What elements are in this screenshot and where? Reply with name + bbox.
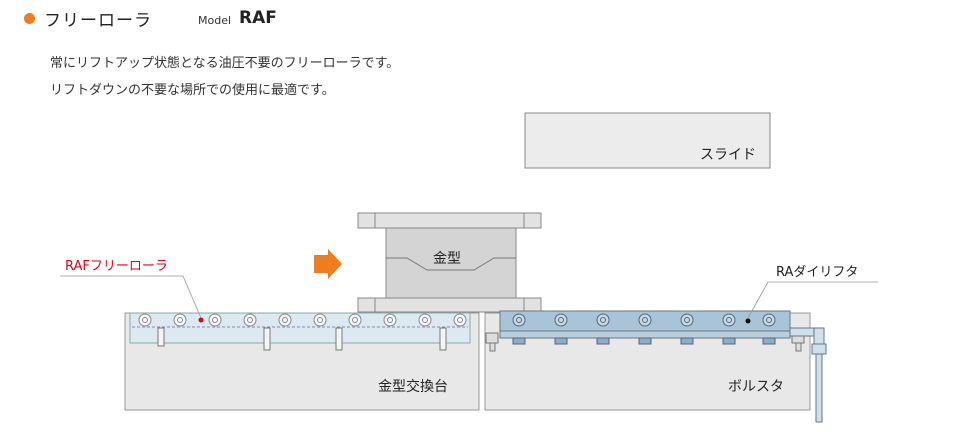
- bolster-label: ボルスタ: [728, 379, 784, 395]
- model-name: RAF: [239, 8, 277, 28]
- ra-pointer-dot: [745, 318, 751, 324]
- raf-pointer-dot: [198, 317, 204, 323]
- model-label: Model: [198, 13, 232, 27]
- raf-roller-rail: [129, 312, 471, 344]
- raf-leader-line: [60, 275, 202, 319]
- hydraulic-pipe: [789, 327, 827, 423]
- raf-bolts: [157, 327, 447, 351]
- die-label: 金型: [433, 251, 461, 267]
- ra-rollers: [512, 313, 776, 327]
- description-line-2: リフトダウンの不要な場所での使用に最適です。: [50, 83, 335, 98]
- section-header: フリーローラ Model RAF: [24, 6, 277, 31]
- raf-label: RAFフリーローラ: [65, 259, 168, 274]
- raf-rollers: [138, 313, 467, 327]
- ra-lifter-label: RAダイリフタ: [776, 265, 858, 280]
- slide-block: [524, 112, 771, 169]
- description-line-1: 常にリフトアップ状態となる油圧不要のフリーローラです。: [50, 56, 400, 71]
- ra-leader-line: [747, 281, 878, 319]
- bullet-dot-icon: [24, 12, 35, 24]
- section-title: フリーローラ: [44, 10, 152, 31]
- die-cart-label: 金型交換台: [378, 378, 448, 395]
- slide-label: スライド: [700, 147, 756, 163]
- move-arrow-icon: [314, 249, 342, 279]
- die: [357, 212, 542, 313]
- ra-lifter-feet: [512, 337, 776, 345]
